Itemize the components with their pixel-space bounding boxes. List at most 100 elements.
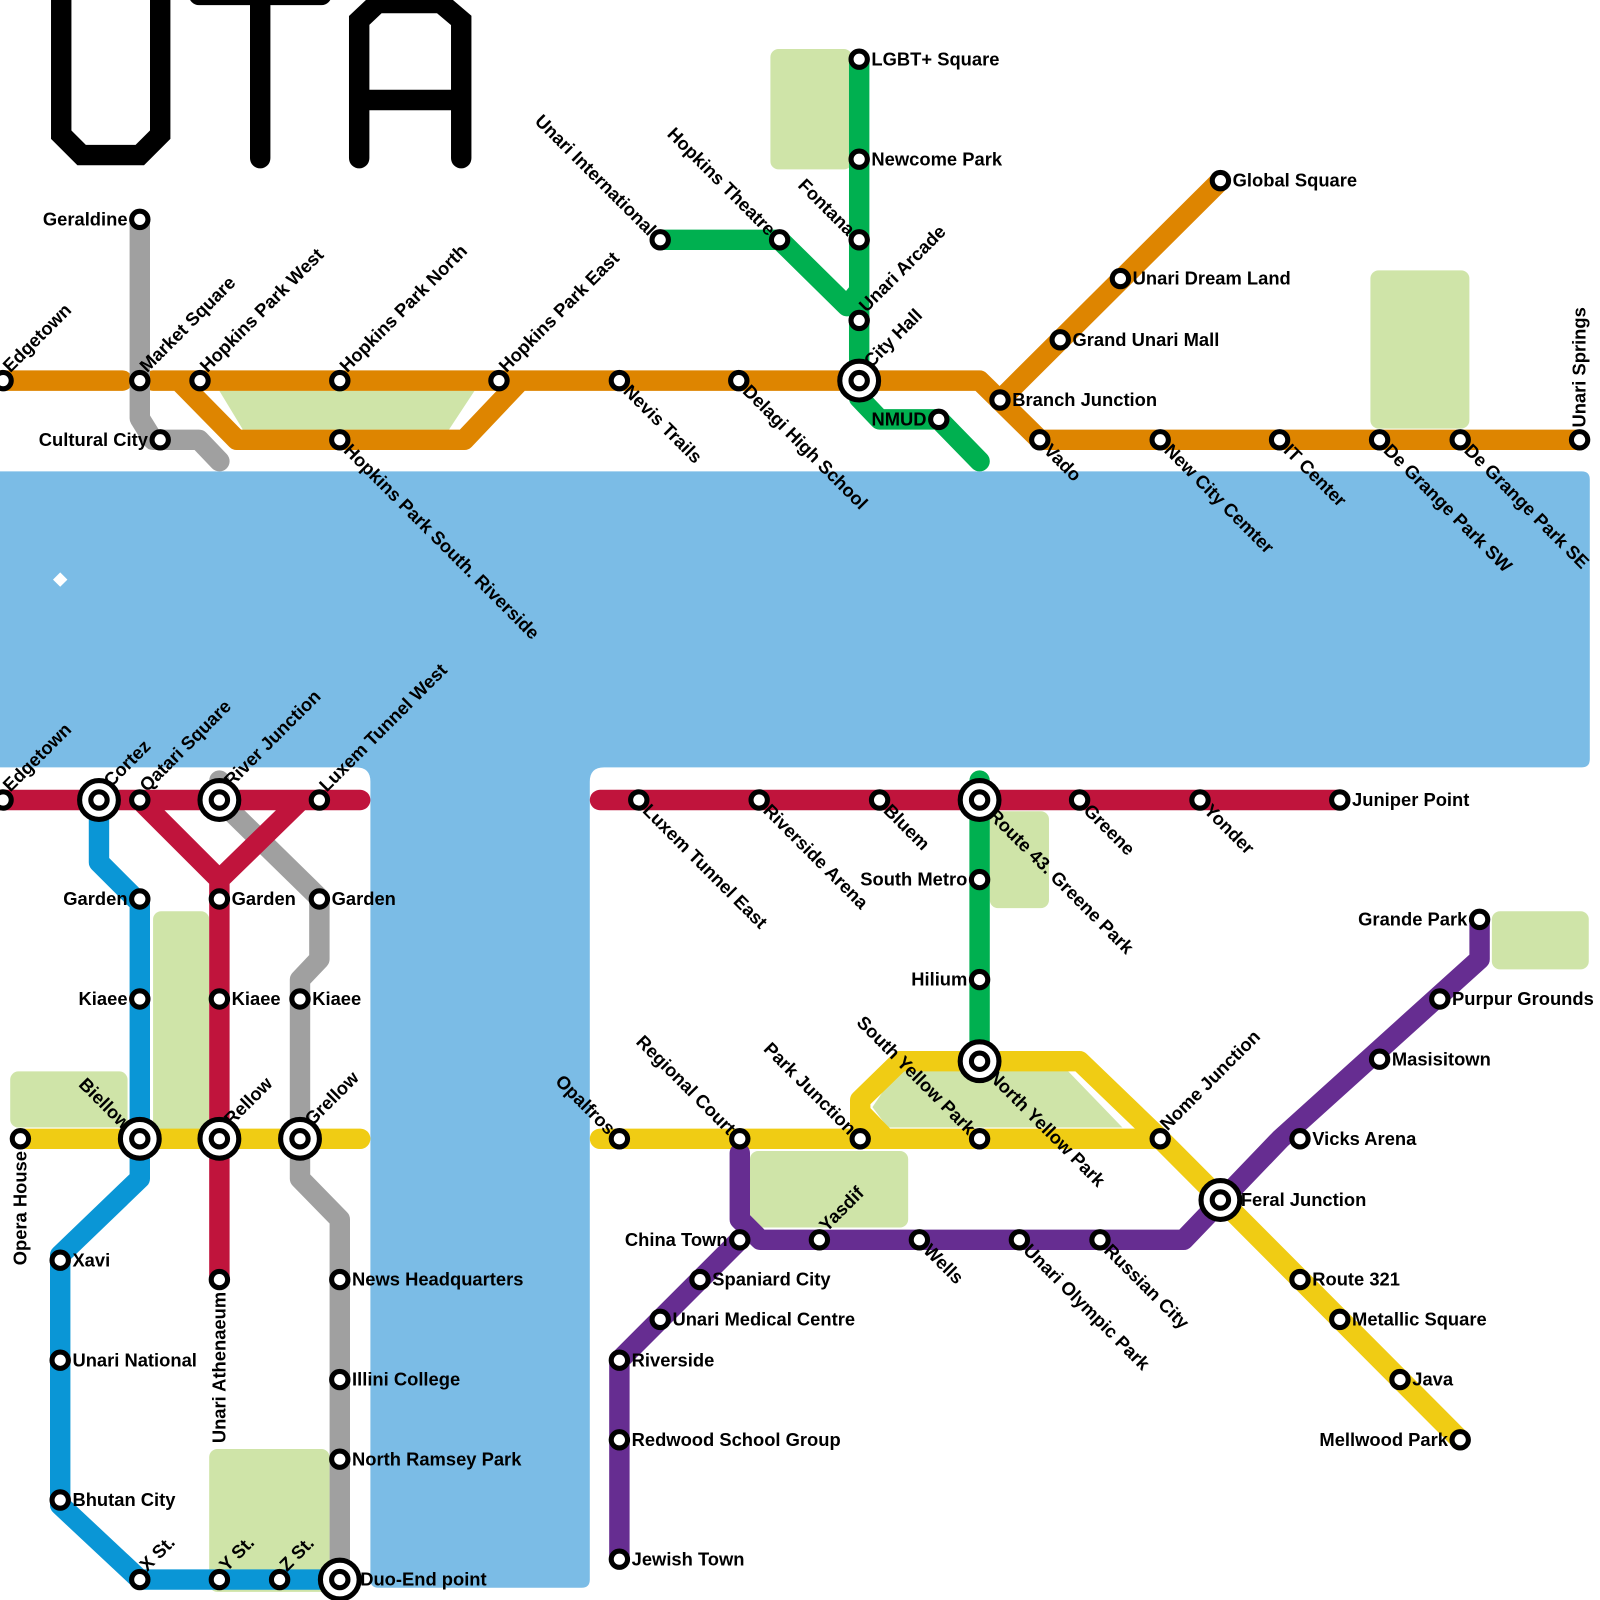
station-branch-junction[interactable]: Branch Junction <box>989 389 1157 411</box>
station-riverside[interactable]: Riverside <box>608 1349 714 1371</box>
station-global-square[interactable]: Global Square <box>1209 170 1357 192</box>
station-dot-icon <box>1368 429 1391 451</box>
station-dot-icon <box>1329 789 1351 811</box>
station-redwood-school-group[interactable]: Redwood School Group <box>608 1429 841 1451</box>
park <box>153 911 210 1131</box>
station-dot-icon <box>9 1128 32 1150</box>
station-grand-unari-mall[interactable]: Grand Unari Mall <box>1049 329 1219 351</box>
station-dot-icon <box>488 369 510 392</box>
station-juniper-point[interactable]: Juniper Point <box>1329 789 1470 811</box>
station-dot-icon <box>208 789 231 811</box>
station-nmud[interactable]: NMUD <box>871 409 950 431</box>
station-label: Spaniard City <box>712 1269 831 1290</box>
station-duo-end-point[interactable]: Duo-End point <box>317 1557 487 1600</box>
station-lgbt-square[interactable]: LGBT+ Square <box>848 48 999 70</box>
station-grande-park[interactable]: Grande Park <box>1358 909 1491 931</box>
park <box>10 1071 128 1128</box>
station-dot-icon <box>808 1229 831 1251</box>
station-dot-icon <box>608 1429 631 1451</box>
station-dot-icon <box>1008 1229 1031 1251</box>
station-route-321[interactable]: Route 321 <box>1289 1269 1400 1291</box>
station-dot-icon <box>49 1349 71 1371</box>
station-hopkins-park-north[interactable]: Hopkins Park North <box>329 240 472 392</box>
station-label: China Town <box>625 1229 728 1250</box>
station-purpur-grounds[interactable]: Purpur Grounds <box>1429 988 1594 1010</box>
station-dot-icon <box>968 1050 991 1072</box>
station-mellwood-park[interactable]: Mellwood Park <box>1319 1429 1471 1451</box>
station-dot-icon <box>728 369 750 392</box>
station-dot-icon <box>329 1448 351 1470</box>
station-garden[interactable]: Garden <box>208 888 296 910</box>
station-masisitown[interactable]: Masisitown <box>1368 1048 1491 1070</box>
park <box>1491 911 1589 970</box>
station-kiaee[interactable]: Kiaee <box>289 988 361 1010</box>
station-label: Geraldine <box>43 209 128 230</box>
station-label: Newcome Park <box>871 148 1002 169</box>
station-dot-icon <box>649 1308 671 1331</box>
station-unari-springs[interactable]: Unari Springs <box>1569 307 1591 451</box>
station-unari-international[interactable]: Unari International <box>531 110 671 251</box>
station-feral-junction[interactable]: Feral Junction <box>1198 1178 1366 1222</box>
station-luxem-tunnel-east[interactable]: Luxem Tunnel East <box>628 789 772 933</box>
station-label: Kiaee <box>79 988 128 1009</box>
station-label: Unari Springs <box>1569 307 1590 427</box>
station-dot-icon <box>689 1268 711 1291</box>
station-jewish-town[interactable]: Jewish Town <box>608 1548 745 1570</box>
station-dot-icon <box>768 229 791 251</box>
station-newcome-park[interactable]: Newcome Park <box>848 148 1003 170</box>
station-opera-house[interactable]: Opera House <box>9 1128 32 1266</box>
station-metallic-square[interactable]: Metallic Square <box>1329 1309 1487 1331</box>
station-label: Java <box>1412 1369 1454 1390</box>
station-dot-icon <box>1149 429 1171 451</box>
station-label: Jewish Town <box>632 1548 745 1569</box>
station-kiaee[interactable]: Kiaee <box>79 988 151 1010</box>
park <box>209 1448 330 1592</box>
station-unari-athenaeum[interactable]: Unari Athenaeum <box>209 1268 231 1443</box>
station-garden[interactable]: Garden <box>308 888 396 910</box>
station-unari-medical-centre[interactable]: Unari Medical Centre <box>649 1308 855 1331</box>
station-label: News Headquarters <box>352 1269 523 1290</box>
station-label: Hopkins Park North <box>335 240 471 376</box>
station-china-town[interactable]: China Town <box>625 1229 751 1251</box>
station-label: Kiaee <box>312 988 361 1009</box>
station-label: Kiaee <box>232 988 281 1009</box>
station-label: Route 321 <box>1312 1269 1400 1290</box>
station-label: Global Square <box>1233 170 1357 191</box>
station-illini-college[interactable]: Illini College <box>329 1369 461 1391</box>
station-unari-olympic-park[interactable]: Unari Olympic Park <box>1008 1229 1155 1375</box>
station-hilium[interactable]: Hilium <box>911 969 991 991</box>
station-label: Nevis Trails <box>620 380 707 467</box>
station-vicks-arena[interactable]: Vicks Arena <box>1289 1128 1417 1150</box>
station-geraldine[interactable]: Geraldine <box>43 209 151 231</box>
station-dot-icon <box>129 369 151 392</box>
station-java[interactable]: Java <box>1389 1369 1454 1391</box>
station-label: Edgetown <box>0 299 75 376</box>
station-garden[interactable]: Garden <box>63 888 151 910</box>
station-xavi[interactable]: Xavi <box>49 1249 110 1271</box>
station-dot-icon <box>608 1128 631 1150</box>
park <box>989 811 1049 909</box>
station-dot-icon <box>289 988 311 1010</box>
station-dot-icon <box>289 1128 311 1150</box>
station-dot-icon <box>208 1128 231 1150</box>
station-dot-icon <box>868 789 891 811</box>
station-bhutan-city[interactable]: Bhutan City <box>49 1489 176 1511</box>
station-dot-icon <box>1149 1128 1171 1150</box>
station-news-headquarters[interactable]: News Headquarters <box>329 1269 524 1291</box>
station-spaniard-city[interactable]: Spaniard City <box>689 1268 832 1291</box>
station-unari-dream-land[interactable]: Unari Dream Land <box>1109 268 1291 290</box>
station-label: Cultural City <box>39 429 149 450</box>
station-hopkins-park-west[interactable]: Hopkins Park West <box>189 244 328 392</box>
station-hopkins-park-east[interactable]: Hopkins Park East <box>488 247 623 392</box>
station-nome-junction[interactable]: Nome Junction <box>1149 1026 1264 1150</box>
station-cultural-city[interactable]: Cultural City <box>39 429 171 451</box>
station-dot-icon <box>329 429 351 451</box>
station-unari-national[interactable]: Unari National <box>49 1349 197 1371</box>
station-kiaee[interactable]: Kiaee <box>208 988 281 1010</box>
station-label: Garden <box>332 888 396 909</box>
station-label: Hopkins Theatre <box>663 123 780 240</box>
station-south-metro[interactable]: South Metro <box>860 869 991 891</box>
station-hopkins-theatre[interactable]: Hopkins Theatre <box>663 123 791 251</box>
station-north-ramsey-park[interactable]: North Ramsey Park <box>329 1448 523 1470</box>
uta-logo <box>51 0 472 169</box>
